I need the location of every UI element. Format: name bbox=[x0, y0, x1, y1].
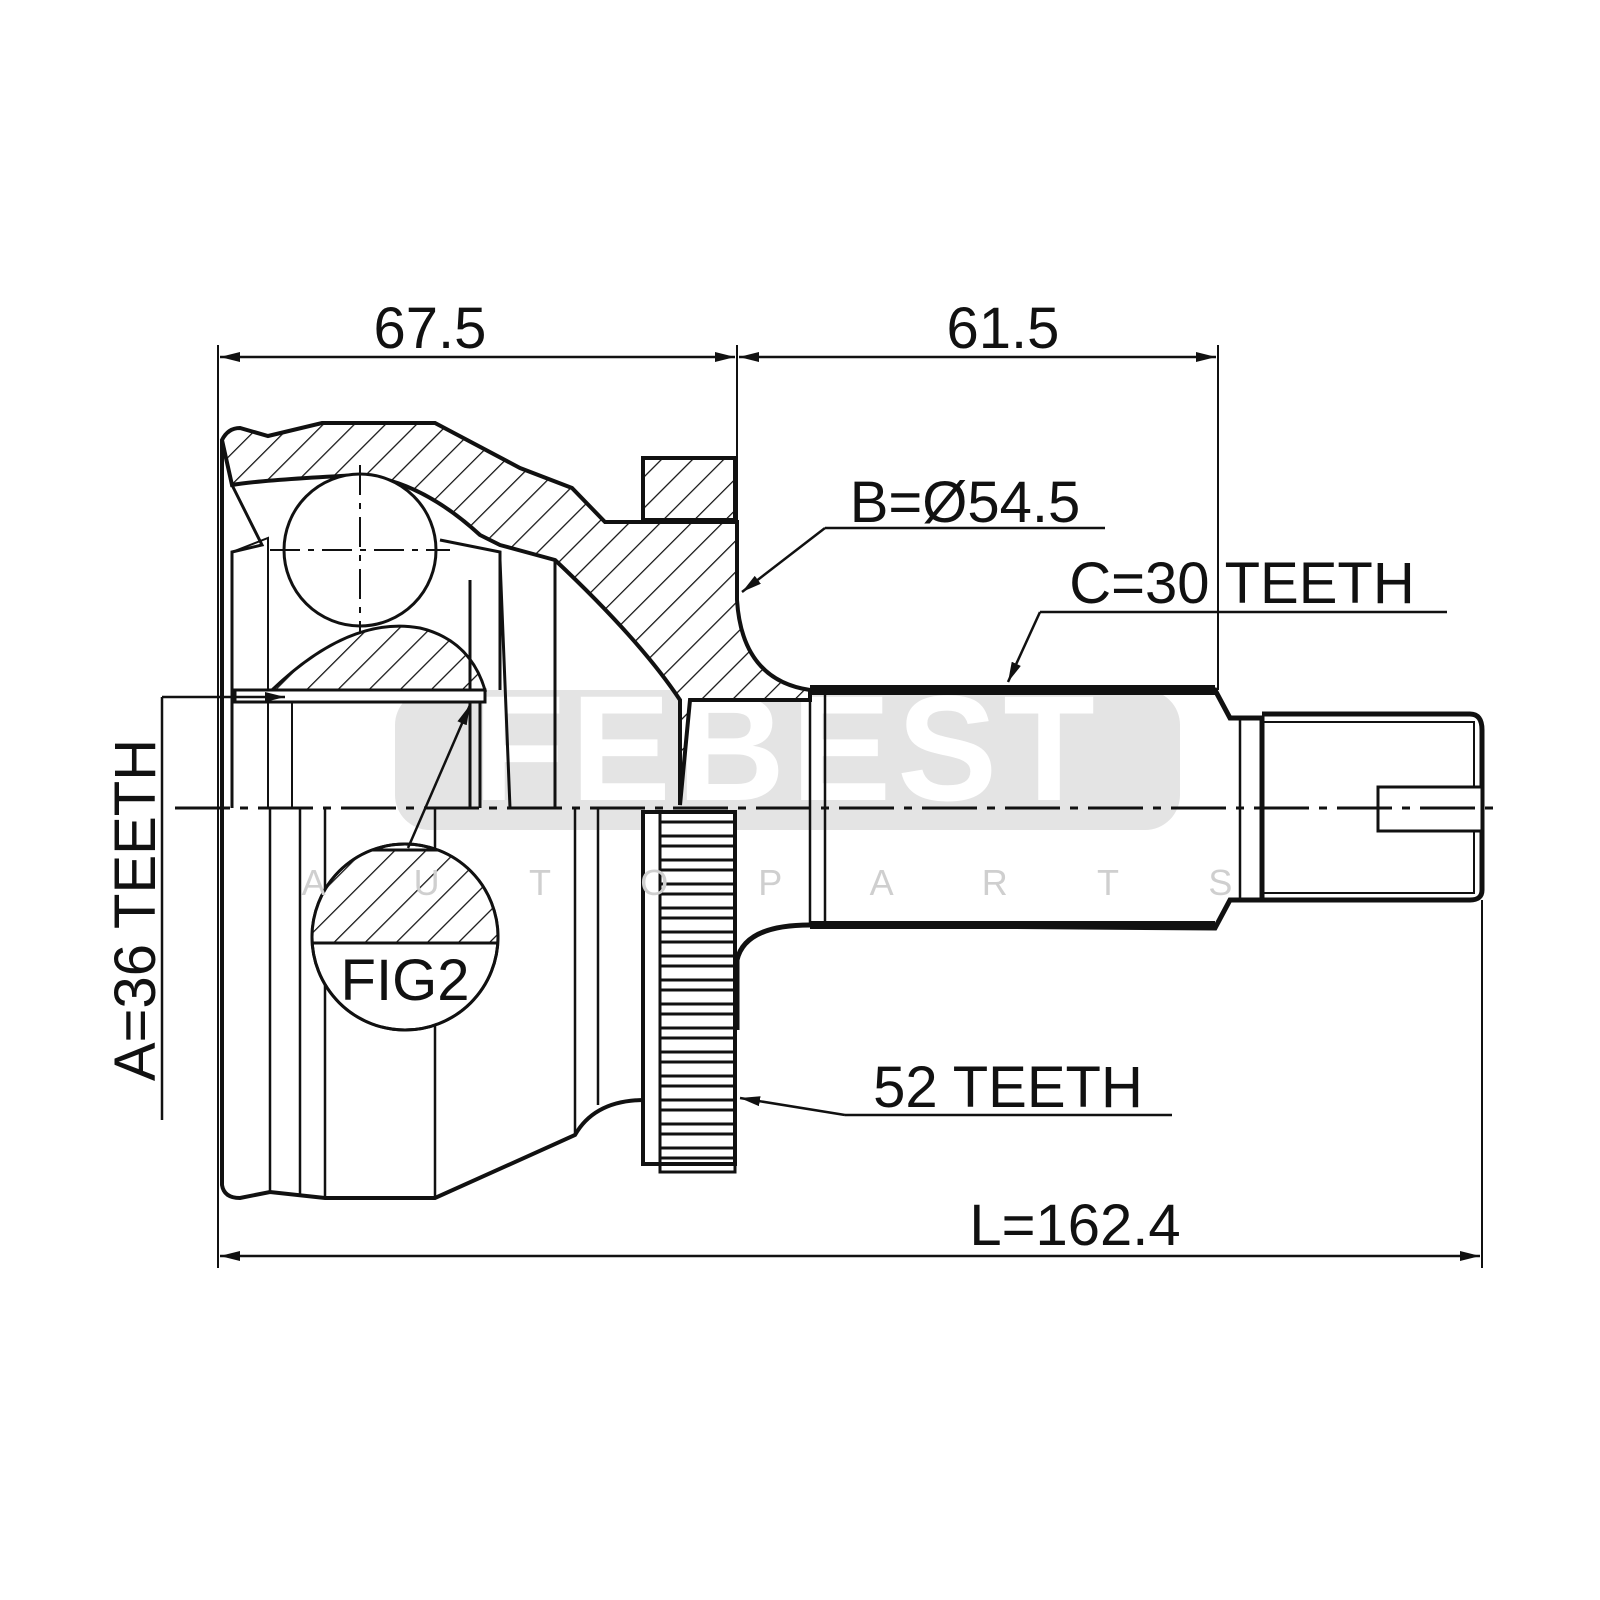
abs-ring-top bbox=[641, 456, 737, 522]
abs-ring-teeth bbox=[641, 810, 737, 1174]
abs-tooth bbox=[658, 1156, 737, 1174]
abs-tooth bbox=[658, 940, 737, 958]
dim-diameter: B=Ø54.5 bbox=[850, 470, 1081, 535]
shaft bbox=[734, 687, 1265, 1030]
abs-tooth bbox=[658, 1036, 737, 1054]
abs-tooth bbox=[658, 916, 737, 934]
watermark-subtitle: A U T O P A R T S bbox=[302, 862, 1273, 903]
dim-inner-spline: A=36 TEETH bbox=[103, 739, 168, 1081]
dim-abs-teeth: 52 TEETH bbox=[873, 1055, 1143, 1120]
dimension-lines bbox=[220, 352, 1480, 1261]
inner-race-section bbox=[268, 624, 488, 692]
abs-tooth bbox=[658, 1108, 737, 1126]
housing-lower bbox=[220, 808, 646, 1201]
abs-tooth bbox=[658, 1132, 737, 1150]
dim-total-length: L=162.4 bbox=[969, 1193, 1180, 1258]
abs-tooth bbox=[658, 1060, 737, 1078]
abs-tooth bbox=[658, 892, 737, 910]
abs-tooth bbox=[658, 820, 737, 838]
fig2-label: FIG2 bbox=[341, 948, 470, 1013]
fig2-detail: FIG2 bbox=[310, 842, 500, 1032]
dim-outer-spline: C=30 TEETH bbox=[1069, 551, 1414, 616]
leader-lines bbox=[160, 526, 1447, 1120]
dim-housing-length: 67.5 bbox=[374, 296, 487, 361]
abs-tooth bbox=[658, 844, 737, 862]
watermark-logo: FEBEST bbox=[395, 664, 1180, 832]
dim-shaft-length: 61.5 bbox=[947, 296, 1060, 361]
abs-tooth bbox=[658, 868, 737, 886]
abs-tooth bbox=[658, 1084, 737, 1102]
